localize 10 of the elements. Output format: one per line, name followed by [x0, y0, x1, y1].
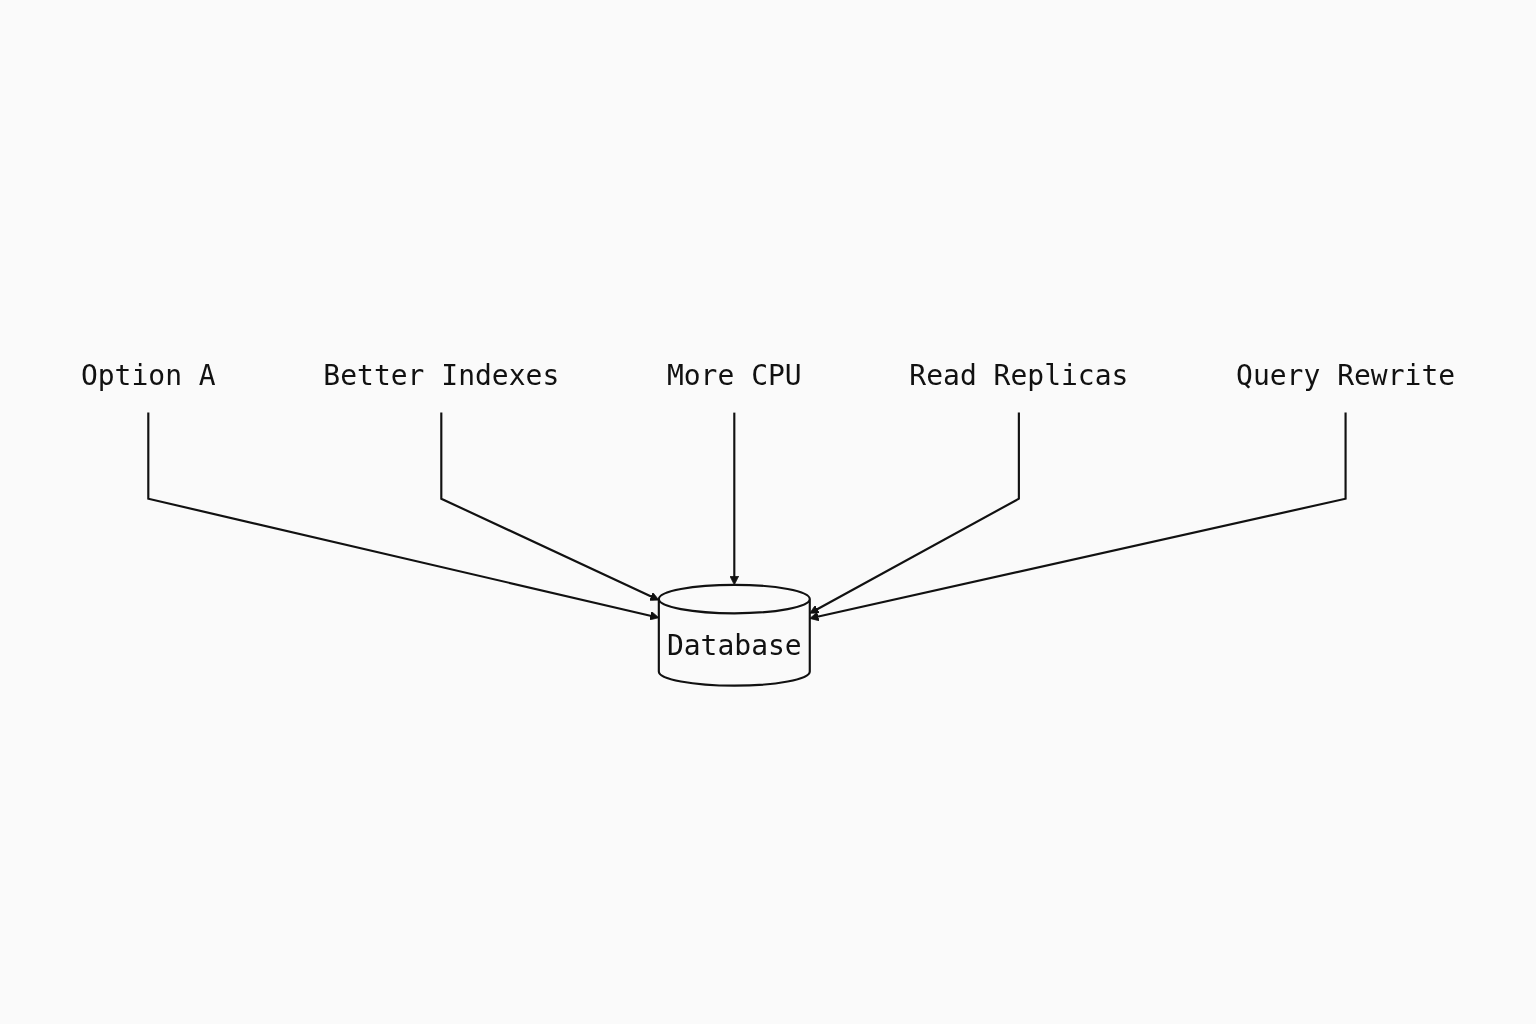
arrow — [147, 412, 660, 621]
node-text: Better Indexes — [323, 358, 560, 392]
node-text: Query Rewrite — [1236, 358, 1456, 392]
node-text: More CPU — [666, 358, 802, 392]
node-text: Option A — [80, 358, 216, 392]
arrow — [440, 412, 660, 601]
arrow — [729, 412, 740, 586]
arrow — [809, 412, 1347, 622]
arrow — [809, 412, 1020, 614]
node-text: Read Replicas — [909, 358, 1129, 392]
